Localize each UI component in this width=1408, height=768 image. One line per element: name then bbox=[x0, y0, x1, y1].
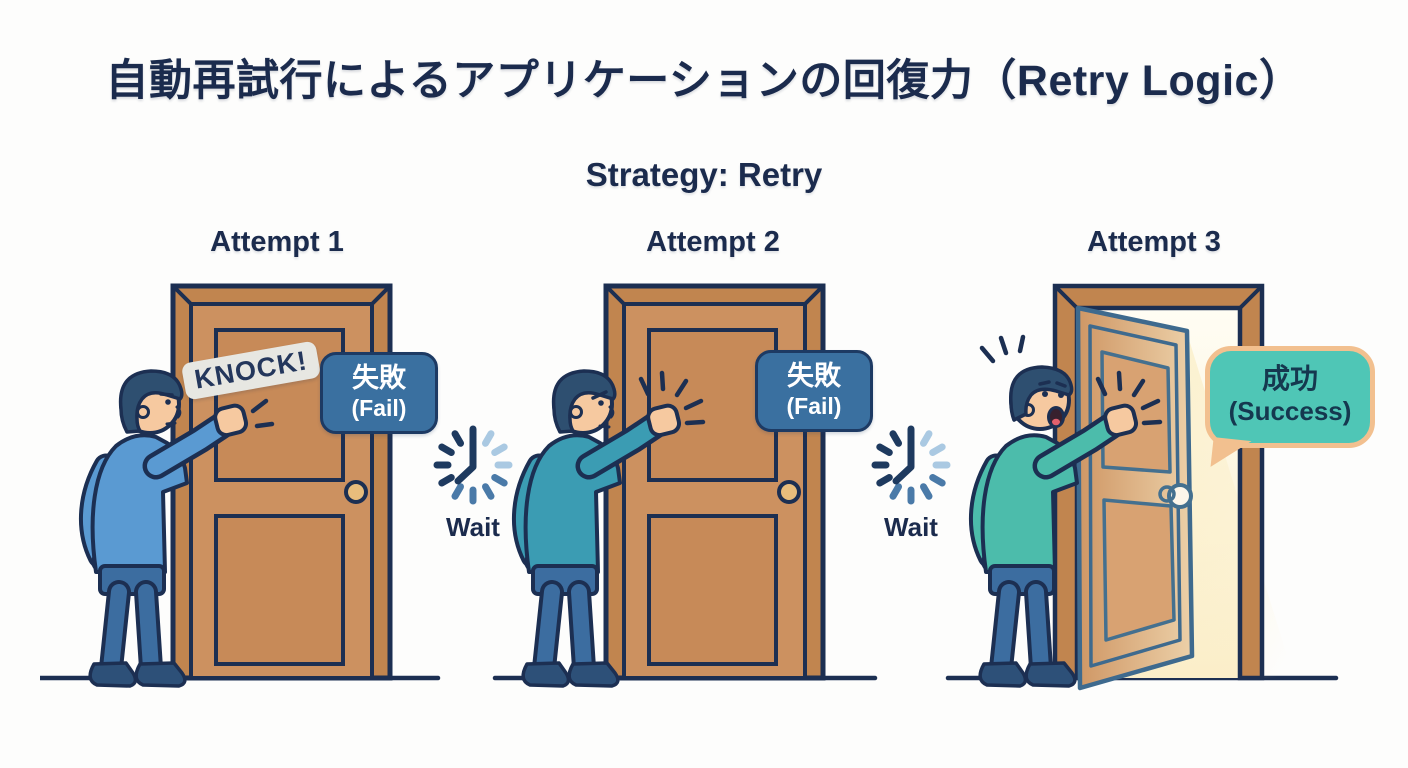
fail-text-en: (Fail) bbox=[786, 393, 842, 420]
closed-door bbox=[170, 283, 393, 681]
success-speech-bubble: 成功 (Success) bbox=[1205, 346, 1375, 471]
doorknob bbox=[344, 480, 368, 504]
wait-label: Wait bbox=[446, 512, 500, 542]
attempt-3-heading: Attempt 3 bbox=[1087, 226, 1221, 258]
attempt-1-illustration bbox=[40, 283, 441, 688]
attempt-2-heading: Attempt 2 bbox=[646, 226, 780, 258]
knock-impact-lines bbox=[1095, 370, 1163, 426]
knock-impact-lines bbox=[638, 370, 706, 426]
surprise-lines bbox=[979, 334, 1026, 364]
wait-step-1: Wait bbox=[408, 424, 538, 543]
clock-icon bbox=[871, 425, 951, 505]
attempt-3-illustration bbox=[945, 283, 1339, 691]
closed-door bbox=[603, 283, 826, 681]
clock-icon bbox=[433, 425, 513, 505]
wait-label: Wait bbox=[884, 512, 938, 542]
speech-bubble-tail bbox=[1210, 437, 1252, 471]
fail-text-ja: 失敗 bbox=[352, 363, 406, 393]
doorknob bbox=[777, 480, 801, 504]
success-text-en: (Success) bbox=[1228, 396, 1352, 427]
fail-text-en: (Fail) bbox=[351, 395, 407, 422]
fail-badge-attempt-2: 失敗 (Fail) bbox=[755, 350, 873, 432]
knock-impact-lines bbox=[250, 398, 275, 429]
open-door bbox=[1075, 305, 1195, 691]
strategy-subtitle: Strategy: Retry bbox=[585, 156, 823, 193]
person-attempt-2 bbox=[511, 369, 682, 688]
page-title: 自動再試行によるアプリケーションの回復力（Retry Logic） bbox=[105, 57, 1303, 105]
door-frame bbox=[1052, 283, 1265, 681]
person-attempt-3 bbox=[968, 365, 1139, 688]
wait-step-2: Wait bbox=[846, 424, 976, 543]
success-text-ja: 成功 bbox=[1261, 363, 1318, 394]
attempt-1-heading: Attempt 1 bbox=[210, 226, 344, 258]
fail-text-ja: 失敗 bbox=[787, 361, 841, 391]
attempt-2-illustration bbox=[492, 283, 878, 688]
person-attempt-1 bbox=[78, 369, 249, 688]
fail-badge-attempt-1: 失敗 (Fail) bbox=[320, 352, 438, 434]
